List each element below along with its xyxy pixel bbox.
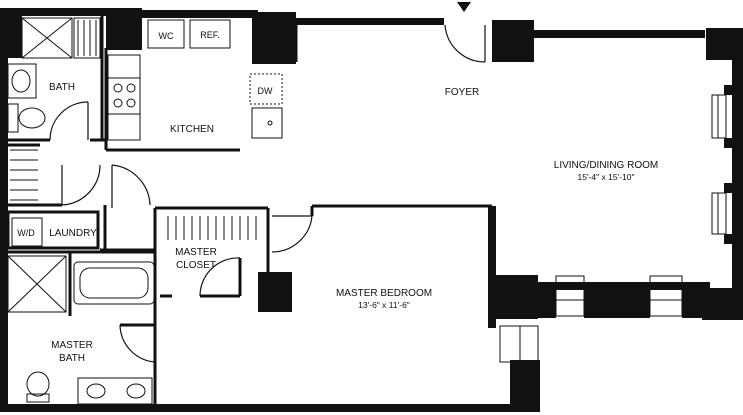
wd-label: W/D	[17, 228, 35, 238]
laundry-label: LAUNDRY	[49, 228, 97, 239]
master-closet-label-line1: MASTER	[175, 247, 217, 258]
master-closet-label-line2: CLOSET	[176, 260, 216, 271]
walls	[0, 8, 743, 412]
master-bath-label-line1: MASTER	[51, 340, 93, 351]
entry-arrow-icon	[457, 2, 471, 12]
partitions	[6, 16, 492, 404]
foyer-label: FOYER	[445, 87, 479, 98]
fixtures	[7, 17, 727, 405]
master-bedroom-dimensions: 13'-6" x 11'-6"	[358, 300, 410, 310]
kitchen-label: KITCHEN	[170, 124, 214, 135]
ref-label: REF.	[200, 30, 220, 40]
dw-label: DW	[258, 86, 273, 96]
bath-label: BATH	[49, 82, 75, 93]
master-bedroom-label: MASTER BEDROOM	[336, 288, 432, 299]
living-room-dimensions: 15'-4" x 15'-10"	[577, 172, 634, 182]
living-room-label: LIVING/DINING ROOM	[554, 160, 658, 171]
doors	[49, 24, 486, 363]
master-bath-label-line2: BATH	[59, 353, 85, 364]
wc-label: WC	[159, 31, 174, 41]
